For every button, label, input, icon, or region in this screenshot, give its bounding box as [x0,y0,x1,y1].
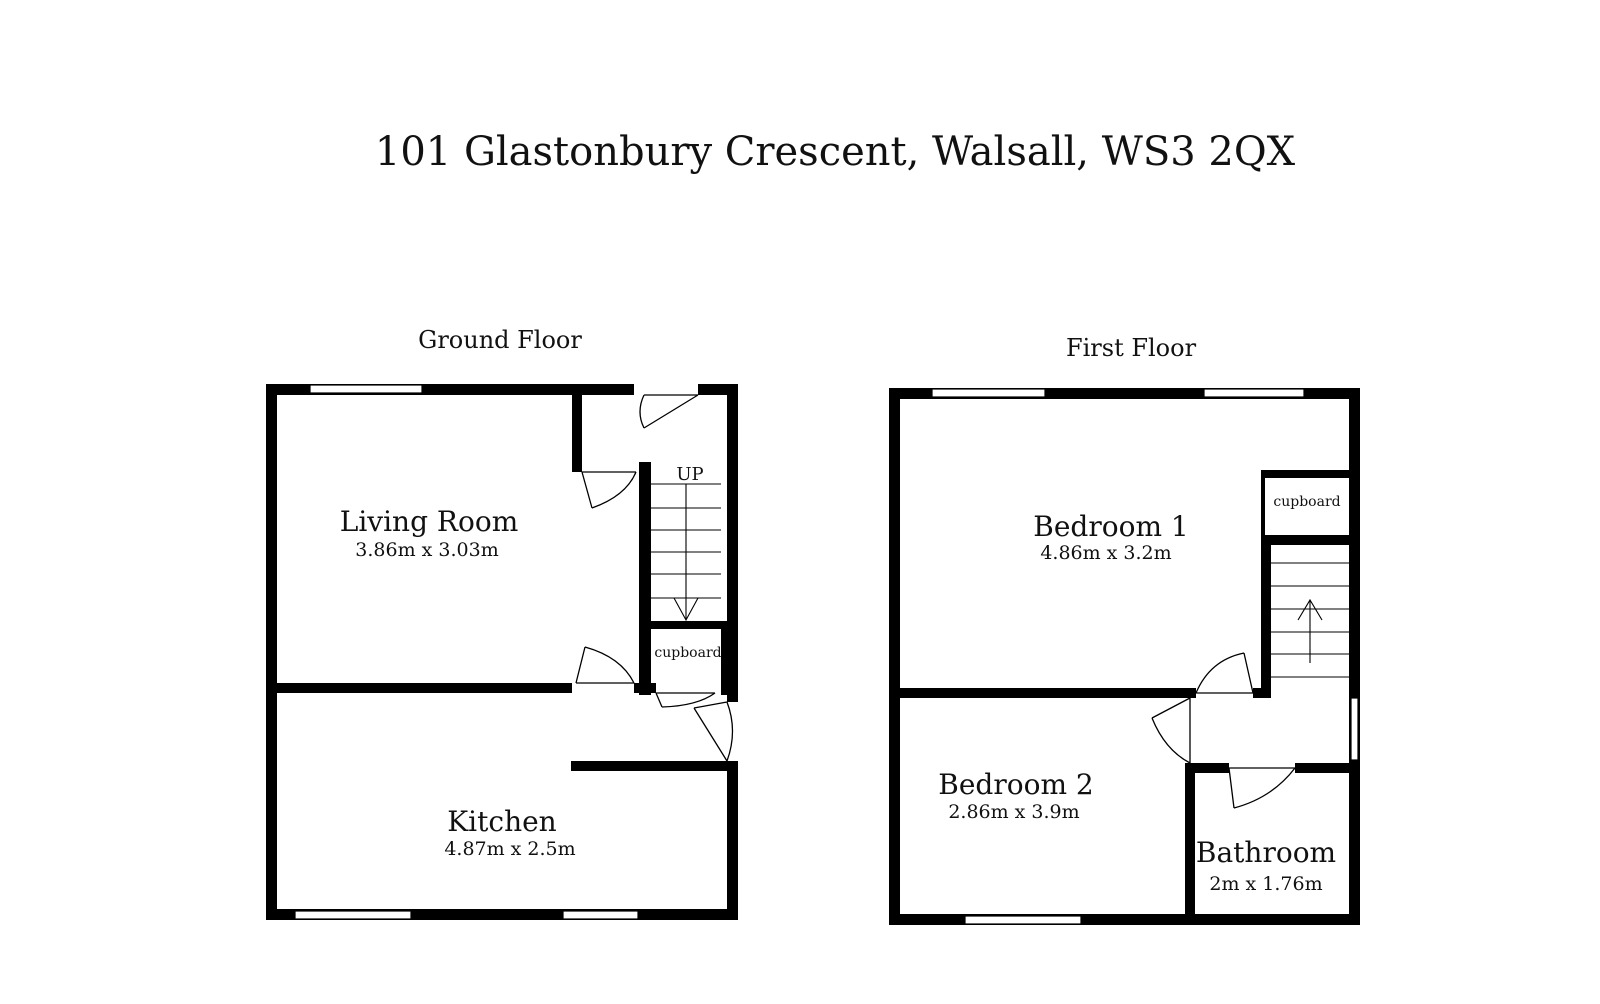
wall [727,761,738,920]
window [931,388,1046,398]
wall [639,462,651,695]
wall [889,914,1360,925]
window [562,910,639,920]
stairs-arrow [673,484,699,622]
wall [721,621,727,695]
window [1350,697,1359,761]
window [964,915,1082,925]
room-name-living-room: Living Room [340,505,519,538]
cupboard-label: cupboard [654,645,721,661]
room-name-kitchen: Kitchen [447,805,556,838]
wall [889,388,1360,399]
wall [1185,763,1195,925]
wall [277,683,572,693]
stairs-arrow [1297,598,1323,663]
room-size-living-room: 3.86m x 3.03m [355,539,498,561]
wall [1295,763,1349,773]
wall [651,621,727,629]
property-title: 101 Glastonbury Crescent, Walsall, WS3 2… [375,129,1296,175]
room-name-bedroom-1: Bedroom 1 [1033,510,1188,543]
room-size-bathroom: 2m x 1.76m [1209,873,1322,895]
ground-floor-label: Ground Floor [418,326,582,354]
stairs-up-label: UP [676,464,703,485]
door-swing [1151,697,1191,764]
first-floor-plan: First Floor cupboard Bedroom 1 [889,334,1360,925]
room-size-kitchen: 4.87m x 2.5m [444,838,575,860]
wall [571,761,738,771]
ground-floor-plan: Ground Floor UP cupboard [266,326,738,920]
window [309,384,423,394]
staircase [1271,562,1349,678]
room-name-bathroom: Bathroom [1196,836,1336,869]
door-swing [693,701,734,762]
door-swing [1228,767,1296,809]
wall [266,384,634,395]
wall [900,688,1196,698]
wall [1261,535,1349,545]
wall [1349,388,1360,925]
wall [1261,545,1271,698]
first-floor-label: First Floor [1066,334,1197,362]
wall [1253,688,1271,698]
room-size-bedroom-1: 4.86m x 3.2m [1040,542,1171,564]
wall [727,384,738,702]
wall [698,384,738,395]
staircase [651,483,721,622]
wall [266,909,738,920]
wall [634,683,656,693]
cupboard-label: cupboard [1273,494,1340,510]
window [294,910,412,920]
door-swing [655,692,716,708]
wall [266,384,277,920]
front-door-swing [639,394,699,429]
door-swing [1195,652,1254,694]
wall [572,384,582,472]
door-swing [575,646,635,684]
wall [889,388,900,925]
room-size-bedroom-2: 2.86m x 3.9m [948,801,1079,823]
window [1203,388,1305,398]
wall [1195,763,1229,773]
door-swing [581,471,637,509]
wall [1261,470,1265,535]
room-name-bedroom-2: Bedroom 2 [938,768,1093,801]
wall [1261,470,1349,478]
